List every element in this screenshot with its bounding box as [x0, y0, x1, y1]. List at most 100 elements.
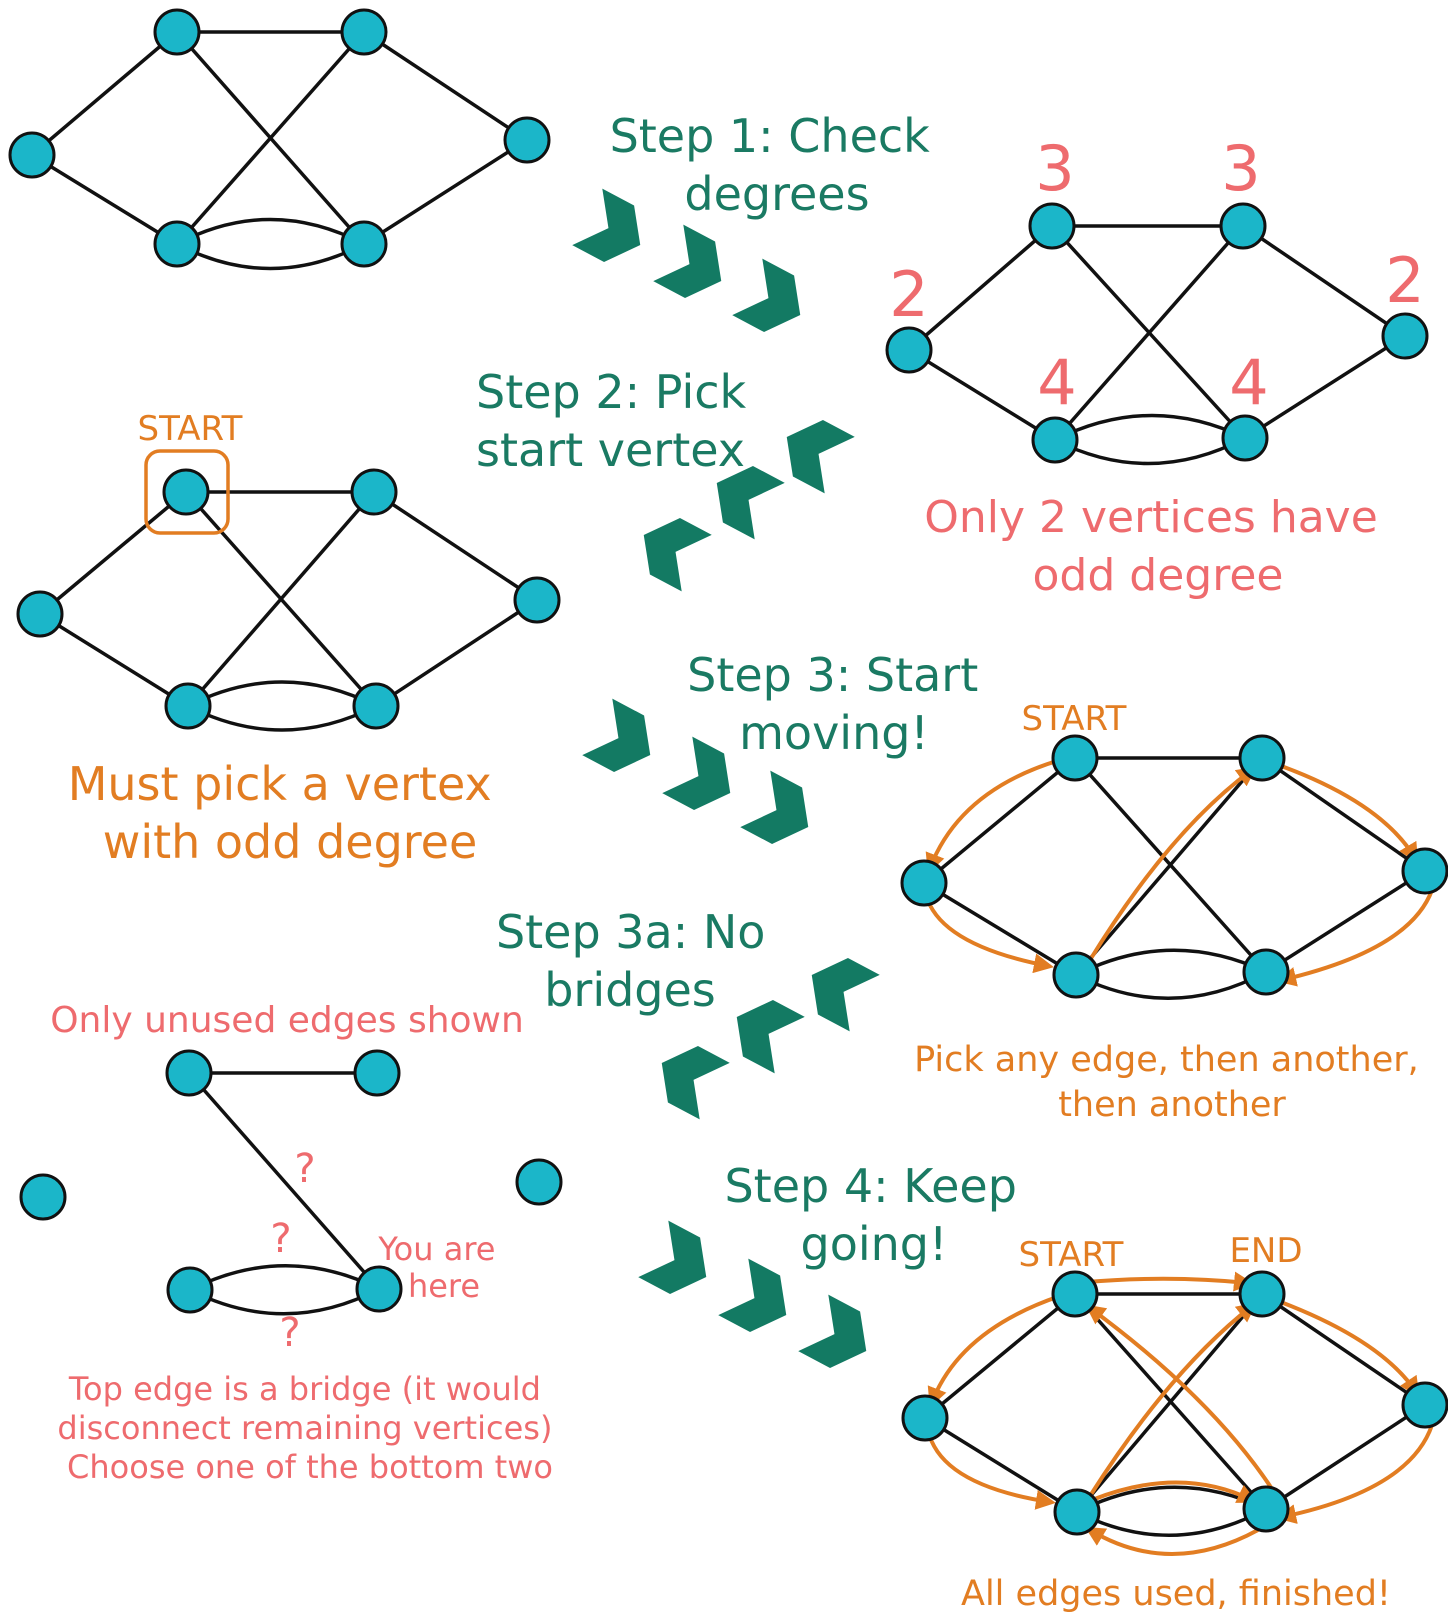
graph-no-bridges-edges [187, 1071, 381, 1316]
chevron-right-icon [798, 1294, 867, 1369]
chevrons-step3 [582, 698, 809, 845]
vertex [19, 1173, 67, 1221]
graph-finished: START END All edges used, finished! [901, 1231, 1448, 1614]
vertex [16, 590, 64, 638]
you-are-here-note: You are here [377, 1230, 505, 1305]
vertex [1031, 416, 1079, 464]
path-arrow [1084, 1526, 1259, 1556]
graph-start-moving-path [924, 758, 1434, 987]
path-arrow [1269, 1296, 1420, 1397]
start-label: START [1022, 699, 1127, 739]
graph-start-moving-vertices [900, 734, 1448, 999]
path-arrow [927, 1294, 1061, 1408]
graph-start-moving: START Pick any edge, then another, then … [900, 699, 1448, 1125]
chevron-left-icon [786, 419, 855, 494]
vertex [340, 220, 388, 268]
degree-label-right: 2 [1385, 244, 1424, 317]
vertex [164, 682, 212, 730]
end-label: END [1229, 1231, 1302, 1271]
vertex [901, 1394, 949, 1442]
vertex [1401, 847, 1448, 895]
degree-label-left: 2 [889, 258, 928, 331]
step-1-title: Step 1: Check degrees [610, 109, 945, 221]
chevron-right-icon [662, 736, 731, 811]
vertex [153, 220, 201, 268]
finished-note: All edges used, finished! [961, 1574, 1391, 1614]
graph-finished-vertices [901, 1270, 1448, 1536]
vertex [1052, 951, 1100, 999]
path-arrow [1276, 1424, 1434, 1524]
step-4-title: Step 4: Keep going! [724, 1159, 1031, 1271]
chevron-left-icon [661, 1045, 730, 1120]
chevron-right-icon [638, 1220, 707, 1295]
degree-label-top-right: 3 [1221, 132, 1260, 205]
graph-start-vertex-vertices [16, 468, 561, 730]
vertex [166, 1266, 214, 1314]
chevron-right-icon [582, 698, 651, 773]
path-arrow [924, 894, 1054, 974]
graph-degrees: 3 3 2 2 4 4 Only 2 vertices have odd deg… [885, 132, 1429, 601]
vertex [503, 116, 551, 164]
must-pick-note: Must pick a vertex with odd degree [68, 757, 507, 869]
question-mark-lower-curve: ? [279, 1310, 300, 1356]
step-2-title: Step 2: Pick start vertex [476, 365, 761, 477]
chevron-right-icon [718, 1258, 787, 1333]
vertex [885, 326, 933, 374]
chevrons-step2 [643, 419, 855, 592]
path-arrow [1276, 889, 1434, 987]
graph-no-bridges-vertices [19, 1049, 563, 1314]
chevron-left-icon [643, 517, 712, 592]
degree-label-bottom-right: 4 [1229, 346, 1268, 419]
start-label: START [138, 409, 243, 449]
vertex [353, 1049, 401, 1097]
chevrons-step4 [638, 1220, 867, 1369]
pick-any-edge-note: Pick any edge, then another, then anothe… [914, 1040, 1430, 1125]
start-vertex-highlight-box [144, 449, 230, 535]
vertex [1242, 948, 1290, 996]
path-arrow [1269, 760, 1419, 864]
vertex [1238, 734, 1286, 782]
vertex [513, 576, 561, 624]
question-mark-diagonal: ? [294, 1146, 315, 1192]
path-arrow [925, 758, 1061, 874]
chevron-right-icon [740, 770, 809, 845]
vertex [1221, 414, 1269, 462]
vertex [515, 1158, 563, 1206]
chevrons-step1 [572, 188, 801, 333]
odd-degree-note: Only 2 vertices have odd degree [924, 492, 1392, 601]
vertex [1028, 202, 1076, 250]
chevron-left-icon [811, 957, 880, 1032]
vertex [340, 8, 388, 56]
bridge-explanation-note: Top edge is a bridge (it would disconnec… [57, 1370, 562, 1486]
step-3a-title: Step 3a: No bridges [496, 905, 780, 1017]
vertex [153, 8, 201, 56]
graph-no-bridges: Only unused edges shown ? ? ? You are he… [19, 1000, 563, 1486]
path-arrow [1085, 1271, 1254, 1292]
graph-original-edges [30, 30, 528, 271]
vertex [352, 682, 400, 730]
vertex-start [1051, 1270, 1099, 1318]
question-mark-upper-curve: ? [270, 1216, 291, 1262]
start-label: START [1019, 1235, 1124, 1275]
vertex [1242, 1485, 1290, 1533]
unused-edges-note: Only unused edges shown [50, 1000, 524, 1041]
vertex [8, 131, 56, 179]
graph-degrees-vertices [885, 202, 1429, 464]
graph-original [8, 8, 551, 271]
path-arrow [1091, 1480, 1258, 1503]
vertex [350, 468, 398, 516]
graph-start-vertex-edges [38, 490, 538, 732]
vertex-end [1238, 1270, 1286, 1318]
vertex [1381, 312, 1429, 360]
vertex-current [355, 1265, 403, 1313]
vertex-start [162, 468, 210, 516]
path-arrow [1085, 1304, 1278, 1497]
path-arrow [1088, 1302, 1257, 1498]
step-3-title: Step 3: Start moving! [687, 648, 993, 760]
graph-start-moving-edges [922, 756, 1426, 1000]
degree-label-bottom-left: 4 [1037, 346, 1076, 419]
graph-start-vertex: START Must pick a vertex with odd degree [16, 409, 561, 869]
graph-degrees-edges [907, 224, 1406, 466]
chevron-left-icon [716, 465, 785, 540]
